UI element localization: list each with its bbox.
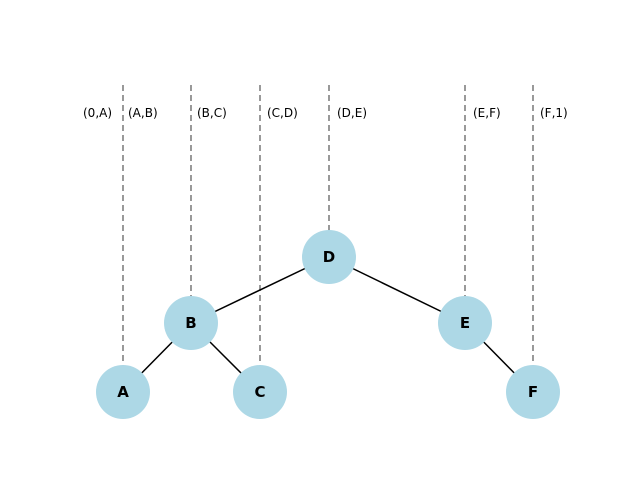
tree-node-label-B: B <box>185 314 196 332</box>
interval-label-7: (F,1) <box>540 106 568 120</box>
tree-node-label-D: D <box>323 248 335 266</box>
interval-label-4: (C,D) <box>267 106 298 120</box>
tree-node-circle-B <box>164 296 218 350</box>
tree-node-label-C: C <box>254 383 265 401</box>
interval-boundary-lines-layer <box>122 85 534 392</box>
interval-label-2: (A,B) <box>128 106 158 120</box>
tree-node-circle-F <box>506 365 560 419</box>
tree-node-circle-E <box>438 296 492 350</box>
tree-node-circle-C <box>233 365 287 419</box>
tree-node-label-E: E <box>460 314 470 332</box>
interval-label-3: (B,C) <box>197 106 227 120</box>
interval-labels-layer: (0,A) (A,B) (B,C) (C,D) (D,E) (E,F) (F,1) <box>83 106 568 120</box>
tree-node-circle-A <box>96 365 150 419</box>
tree-node-label-F: F <box>528 383 538 401</box>
tree-node-circle-D <box>302 230 356 284</box>
interval-label-6: (E,F) <box>473 106 501 120</box>
tree-nodes-layer: A B C D E F <box>96 230 560 419</box>
tree-node-label-A: A <box>117 383 129 401</box>
interval-label-1: (0,A) <box>83 106 112 120</box>
interval-label-5: (D,E) <box>337 106 367 120</box>
